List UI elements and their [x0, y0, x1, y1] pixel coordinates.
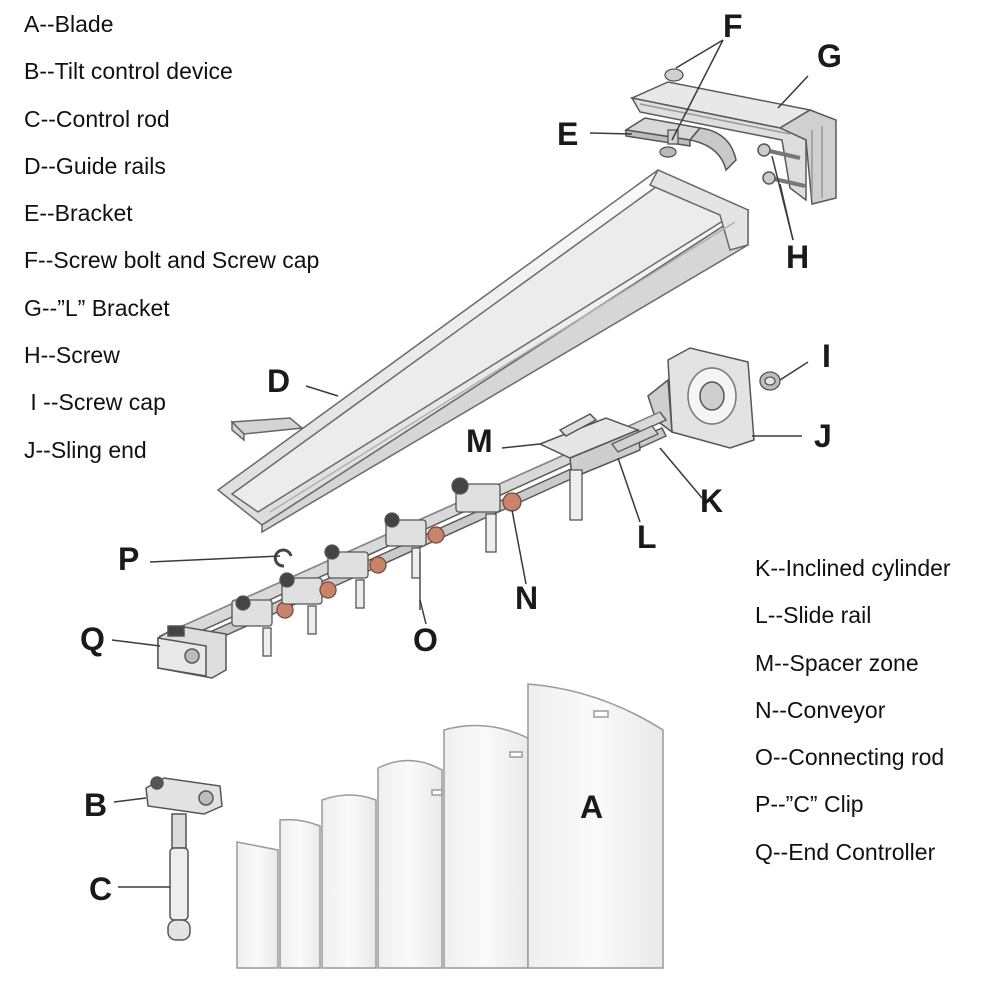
- callout-d: D: [267, 363, 290, 399]
- blade-4-slot: [431, 789, 443, 796]
- tilt-control-device: [145, 776, 223, 815]
- legend-item-l-bracket: G--”L” Bracket: [24, 294, 170, 321]
- end-controller: [157, 625, 227, 679]
- blade-1: [236, 841, 279, 969]
- blade-3: [321, 794, 377, 969]
- legend-item-inclined-cylinder: K--Inclined cylinder: [755, 555, 951, 581]
- carrier-4: [384, 512, 445, 579]
- carrier-6: [569, 469, 583, 521]
- callout-j: J: [814, 418, 832, 454]
- blade-4: [377, 759, 443, 969]
- legend-item-end-controller: Q--End Controller: [755, 838, 936, 865]
- guide-rail-end: [648, 169, 749, 251]
- legend-item-slide-rail: L--Slide rail: [755, 602, 872, 629]
- carrier-5: [451, 477, 522, 553]
- inclined-cylinder: [610, 425, 660, 453]
- screws: [757, 143, 806, 188]
- callout-q: Q: [80, 621, 105, 657]
- blade-5: [443, 724, 529, 969]
- callout-labels: A B C D E F G H I J K L M N O P Q: [80, 8, 842, 907]
- legend-item-screw-bolt-and-cap: F--Screw bolt and Screw cap: [24, 247, 320, 274]
- blade-6-slot: [593, 710, 609, 718]
- blade-2: [279, 818, 321, 969]
- guide-rail: [216, 169, 750, 534]
- legend-item-guide-rails: D--Guide rails: [24, 152, 166, 179]
- callout-b: B: [84, 787, 107, 823]
- carrier-2: [279, 572, 337, 635]
- callout-h: H: [786, 239, 809, 275]
- legend-right: K--Inclined cylinder L--Slide rail M--Sp…: [755, 545, 951, 876]
- callout-f: F: [723, 8, 743, 44]
- rail-clip: [230, 417, 304, 442]
- callout-n: N: [515, 580, 538, 616]
- control-rod: [167, 813, 191, 941]
- callout-i: I: [822, 338, 831, 374]
- conveyors: [231, 469, 583, 657]
- blades: [236, 683, 664, 969]
- blade-6: [527, 683, 664, 969]
- callout-p: P: [118, 541, 139, 577]
- carrier-3: [324, 544, 387, 609]
- blade-5-slot: [509, 751, 523, 758]
- callout-k: K: [700, 483, 723, 519]
- leader-lines: [111, 39, 809, 888]
- legend-item-control-rod: C--Control rod: [24, 105, 170, 132]
- legend-item-connecting-rod: O--Connecting rod: [755, 744, 945, 771]
- legend-item-screw: H--Screw: [24, 342, 120, 369]
- callout-e: E: [557, 116, 578, 152]
- legend-item-bracket: E--Bracket: [24, 200, 133, 227]
- legend-left: A--Blade B--Tilt control device C--Contr…: [24, 1, 319, 474]
- l-bracket: [629, 81, 837, 205]
- legend-item-screw-cap: I --Screw cap: [24, 389, 166, 416]
- legend-item-blade: A--Blade: [24, 11, 114, 37]
- callout-a: A: [580, 789, 603, 825]
- screw-cap: [759, 371, 781, 391]
- carrier-1: [231, 595, 294, 657]
- callout-c: C: [89, 871, 112, 907]
- legend-item-c-clip: P--”C” Clip: [755, 791, 864, 818]
- legend-item-conveyor: N--Conveyor: [755, 696, 886, 723]
- callout-g: G: [817, 38, 842, 74]
- legend-item-tilt-control-device: B--Tilt control device: [24, 58, 233, 85]
- callout-m: M: [466, 423, 493, 459]
- guide-rail-inner-channel: [230, 183, 736, 513]
- callout-o: O: [413, 622, 438, 658]
- c-clip: [273, 548, 293, 568]
- legend-item-spacer-zone: M--Spacer zone: [755, 649, 919, 676]
- legend-item-sling-end: J--Sling end: [24, 436, 147, 463]
- callout-l: L: [637, 519, 657, 555]
